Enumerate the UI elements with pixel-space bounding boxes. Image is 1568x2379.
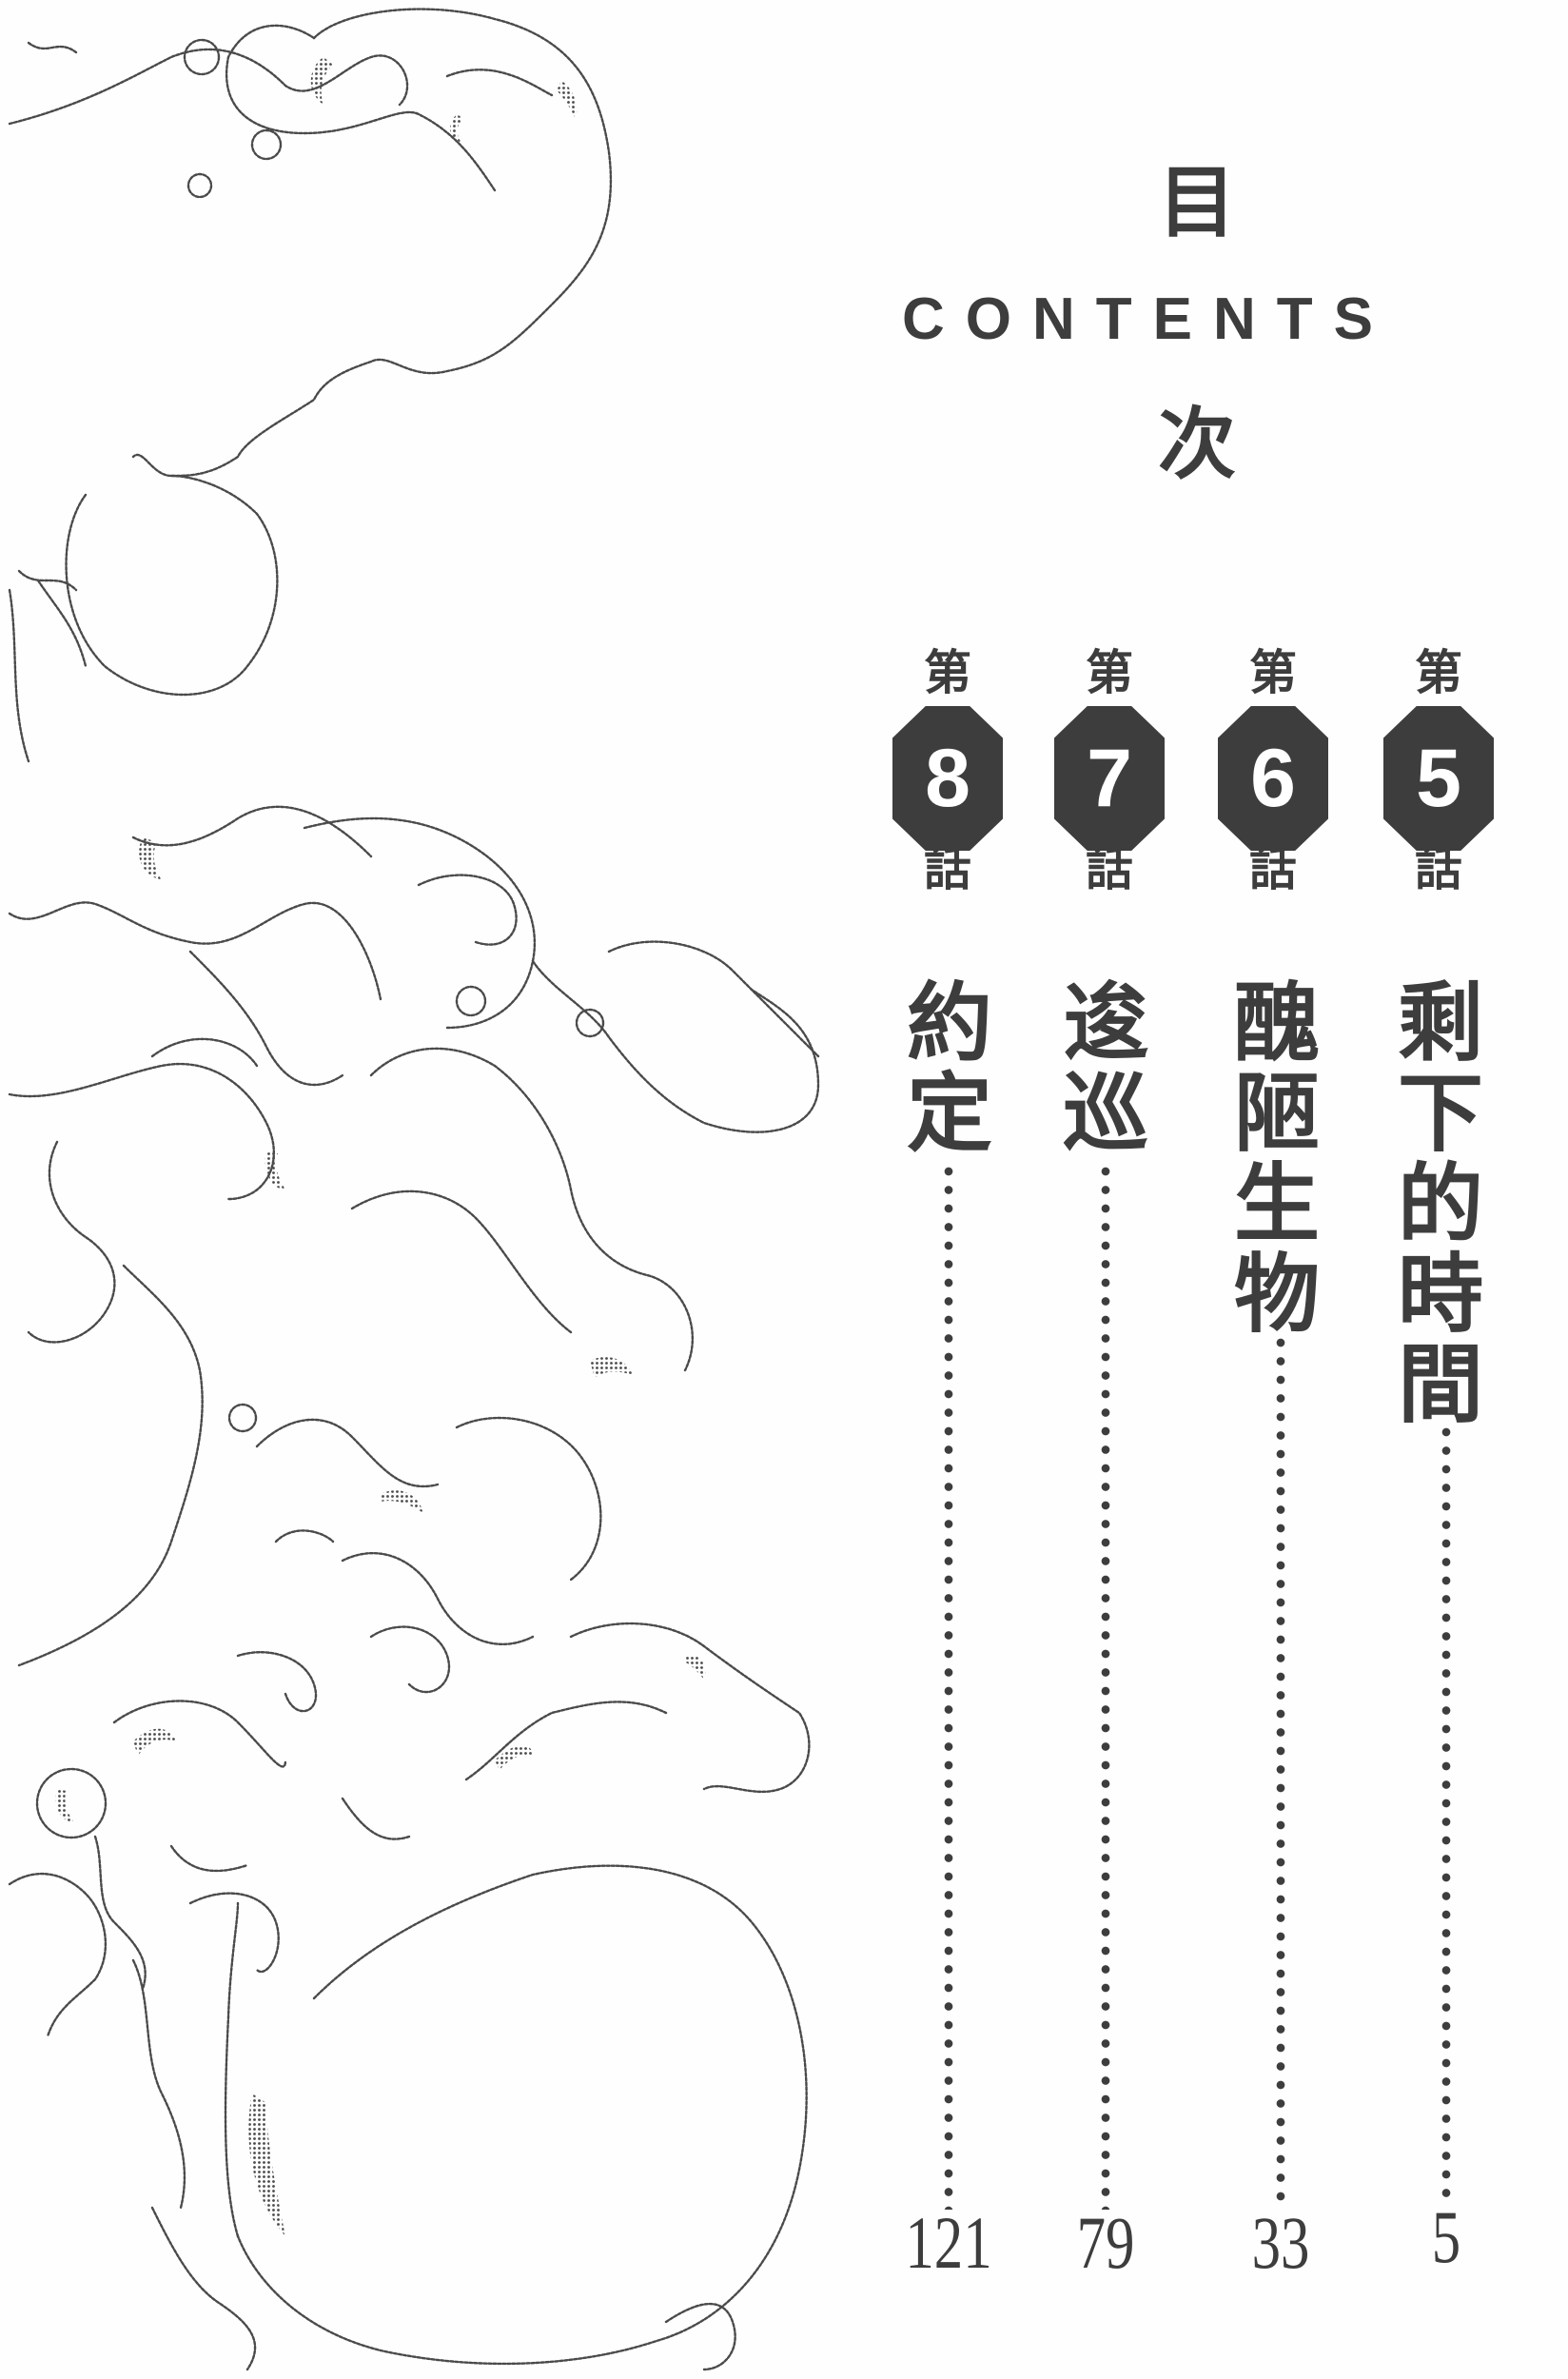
page-number: 79 <box>1076 2201 1135 2284</box>
episode-suffix: 話 <box>1415 840 1462 896</box>
episode-7-entry[interactable]: 第 7 話 逡 巡 79 <box>1043 0 1176 2284</box>
episode-number: 5 <box>1416 733 1461 824</box>
episode-title: 約 定 <box>907 973 992 1164</box>
episode-5-entry[interactable]: 第 5 話 剩 下 的 時 間 5 <box>1372 0 1505 2284</box>
dot-leader <box>1101 1167 1110 2210</box>
episode-number-badge: 8 <box>892 706 1003 851</box>
page-number: 5 <box>1431 2195 1461 2278</box>
episode-prefix: 第 <box>1086 644 1133 700</box>
episode-title: 剩 下 的 時 間 <box>1398 973 1483 1435</box>
heading-top-char: 目 <box>1157 157 1236 248</box>
episode-number: 8 <box>925 733 970 824</box>
episode-number: 6 <box>1250 733 1296 824</box>
cloud-swirl-icon <box>8 8 820 2371</box>
dot-leader <box>944 1167 953 2210</box>
episode-suffix: 話 <box>1086 840 1133 896</box>
episode-number-badge: 5 <box>1383 706 1494 851</box>
episode-number-badge: 6 <box>1218 706 1328 851</box>
episode-title: 醜 陋 生 物 <box>1234 973 1320 1345</box>
episode-suffix: 話 <box>924 840 971 896</box>
episode-6-entry[interactable]: 第 6 話 醜 陋 生 物 33 <box>1206 0 1340 2284</box>
episode-prefix: 第 <box>924 644 971 700</box>
dot-leader <box>1276 1338 1285 2208</box>
page-number: 121 <box>905 2201 992 2284</box>
page-number: 33 <box>1251 2201 1310 2284</box>
episode-8-entry[interactable]: 第 8 話 約 定 121 <box>881 0 1014 2284</box>
episode-suffix: 話 <box>1249 840 1297 896</box>
episode-prefix: 第 <box>1249 644 1297 700</box>
heading-bottom-char: 次 <box>1157 399 1236 490</box>
episode-title: 逡 巡 <box>1063 973 1148 1164</box>
episode-number-badge: 7 <box>1054 706 1165 851</box>
episode-prefix: 第 <box>1415 644 1462 700</box>
cloud-illustration <box>8 8 820 2371</box>
episode-number: 7 <box>1087 733 1132 824</box>
dot-leader <box>1441 1427 1451 2198</box>
contents-heading: CONTENTS <box>902 286 1394 352</box>
